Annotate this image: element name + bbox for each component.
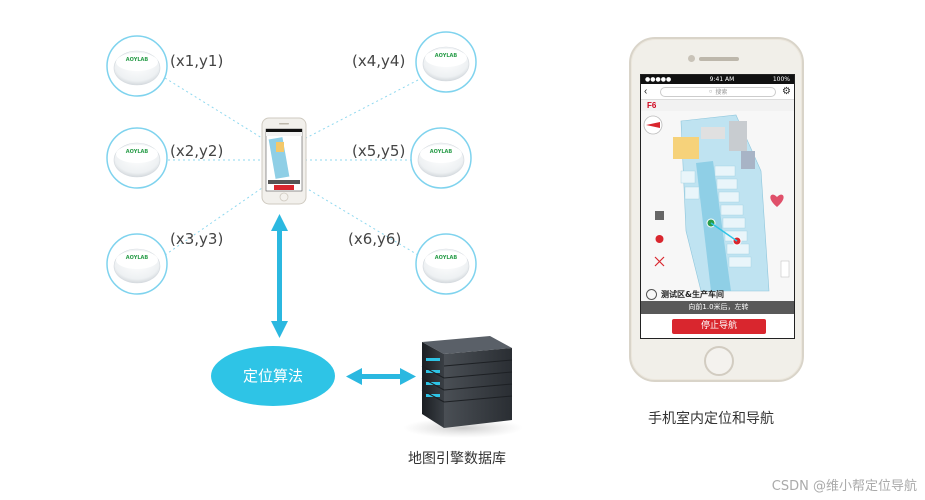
battery-indicator: 100% <box>772 76 790 83</box>
coord-label-b4: (x4,y4) <box>352 52 406 70</box>
camera-icon <box>688 55 695 62</box>
database-caption: 地图引擎数据库 <box>408 451 506 467</box>
beacon-2: AOYLAB <box>106 127 168 189</box>
stop-navigation-button[interactable]: 停止导航 <box>672 319 766 334</box>
coord-label-b5: (x5,y5) <box>352 142 406 160</box>
signal-indicator: ●●●●● <box>645 76 672 83</box>
svg-text:AOYLAB: AOYLAB <box>430 149 453 155</box>
layer-tool-icon <box>655 211 664 220</box>
beacon-3: AOYLAB <box>106 233 168 295</box>
phone-mockup: ●●●●● 9:41 AM 100% ‹ ○ 搜索 ⚙ F6 <box>629 37 804 382</box>
svg-text:AOYLAB: AOYLAB <box>126 149 149 155</box>
line-b1 <box>164 77 263 139</box>
location-pin-icon <box>646 289 657 300</box>
favorite-heart-icon <box>770 194 784 207</box>
watermark: CSDN @维小帮定位导航 <box>771 479 917 494</box>
beacon-6: AOYLAB <box>415 233 477 295</box>
speaker-icon <box>699 57 739 61</box>
back-icon[interactable]: ‹ <box>644 86 648 97</box>
location-name: 测试区&生产车间 <box>661 290 724 299</box>
search-placeholder: 搜索 <box>715 90 728 96</box>
phone-screen: ●●●●● 9:41 AM 100% ‹ ○ 搜索 ⚙ F6 <box>640 74 795 339</box>
phone-caption: 手机室内定位和导航 <box>648 411 774 427</box>
connection-lines <box>164 77 419 256</box>
exit-tool-icon <box>654 256 665 267</box>
svg-text:AOYLAB: AOYLAB <box>435 53 458 59</box>
beacon-5: AOYLAB <box>410 127 472 189</box>
beacon-4: AOYLAB <box>415 31 477 93</box>
home-button[interactable] <box>704 346 734 376</box>
indoor-map[interactable] <box>641 111 795 301</box>
coord-label-b3: (x3,y3) <box>170 230 224 248</box>
coord-label-b2: (x2,y2) <box>170 142 224 160</box>
algorithm-node <box>211 346 335 406</box>
floor-indicator[interactable]: F6 <box>641 100 794 111</box>
line-b6 <box>305 187 419 256</box>
svg-text:AOYLAB: AOYLAB <box>435 255 458 261</box>
svg-text:AOYLAB: AOYLAB <box>126 255 149 261</box>
horizontal-double-arrow <box>346 368 416 385</box>
database-server-icon <box>403 336 523 438</box>
search-icon: ○ <box>708 88 713 95</box>
small-phone-icon <box>261 117 307 205</box>
nav-bar: ‹ ○ 搜索 ⚙ <box>641 84 794 100</box>
zoom-control <box>780 260 790 278</box>
status-bar: ●●●●● 9:41 AM 100% <box>641 75 794 84</box>
vertical-double-arrow <box>271 214 288 338</box>
blood-drop-icon <box>655 235 664 243</box>
beacon-brand: AOYLAB <box>126 57 149 63</box>
gear-icon[interactable]: ⚙ <box>782 86 791 97</box>
status-time: 9:41 AM <box>709 76 735 83</box>
line-b4 <box>305 79 419 139</box>
algorithm-label: 定位算法 <box>243 367 303 385</box>
navigation-hint: 向前1.0米后，左转 <box>641 301 794 314</box>
coord-label-b1: (x1,y1) <box>170 52 224 70</box>
coord-label-b6: (x6,y6) <box>348 230 402 248</box>
search-input[interactable]: ○ 搜索 <box>660 86 777 97</box>
beacon-1: AOYLAB <box>106 35 168 97</box>
